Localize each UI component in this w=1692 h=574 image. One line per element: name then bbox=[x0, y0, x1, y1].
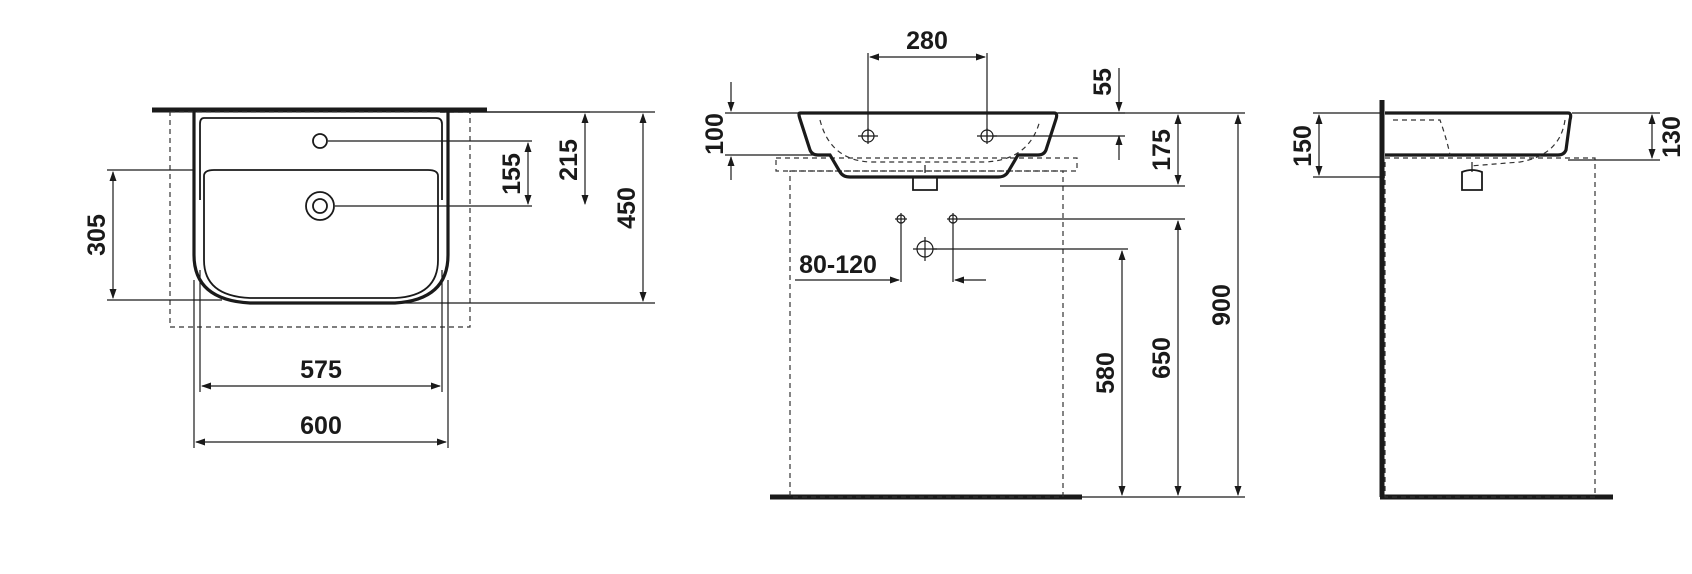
dim-80-120-label: 80-120 bbox=[799, 251, 877, 279]
dim-215-label: 215 bbox=[555, 139, 583, 181]
side-cabinet-outline bbox=[1384, 157, 1596, 498]
side-view: 150 130 bbox=[1289, 100, 1686, 500]
top-cabinet-outline bbox=[169, 111, 471, 328]
dim-575-label: 575 bbox=[300, 356, 342, 384]
dim-900-label: 900 bbox=[1208, 284, 1236, 326]
top-basin-bowl bbox=[203, 169, 439, 299]
dim-150-label: 150 bbox=[1289, 125, 1317, 167]
dim-175-label: 175 bbox=[1148, 129, 1176, 171]
front-basin-body bbox=[797, 111, 1059, 179]
dim-450-label: 450 bbox=[613, 187, 641, 229]
dim-130-label: 130 bbox=[1658, 116, 1686, 158]
top-view: 305 155 215 450 575 600 bbox=[83, 107, 655, 448]
tap-hole bbox=[312, 133, 328, 149]
side-basin-profile bbox=[1385, 111, 1573, 157]
dim-100-label: 100 bbox=[701, 113, 729, 155]
waste-outlet-inner bbox=[312, 198, 328, 214]
dim-55-label: 55 bbox=[1089, 68, 1117, 96]
dim-305-label: 305 bbox=[83, 214, 111, 256]
dim-280-label: 280 bbox=[906, 27, 948, 55]
front-view: 280 55 100 175 80-120 580 650 900 bbox=[701, 27, 1245, 500]
side-waste-spigot bbox=[1461, 169, 1483, 191]
waste-outlet-outer bbox=[305, 191, 335, 221]
top-basin-outer bbox=[192, 112, 450, 305]
supply-marker-right bbox=[947, 213, 959, 225]
front-cabinet-outline bbox=[789, 170, 1064, 498]
dim-155-label: 155 bbox=[498, 153, 526, 195]
front-waste-spigot bbox=[912, 177, 938, 191]
supply-marker-left bbox=[895, 213, 907, 225]
dim-600-label: 600 bbox=[300, 412, 342, 440]
dim-650-label: 650 bbox=[1148, 337, 1176, 379]
top-basin-rim bbox=[199, 117, 443, 200]
dim-580-label: 580 bbox=[1092, 352, 1120, 394]
